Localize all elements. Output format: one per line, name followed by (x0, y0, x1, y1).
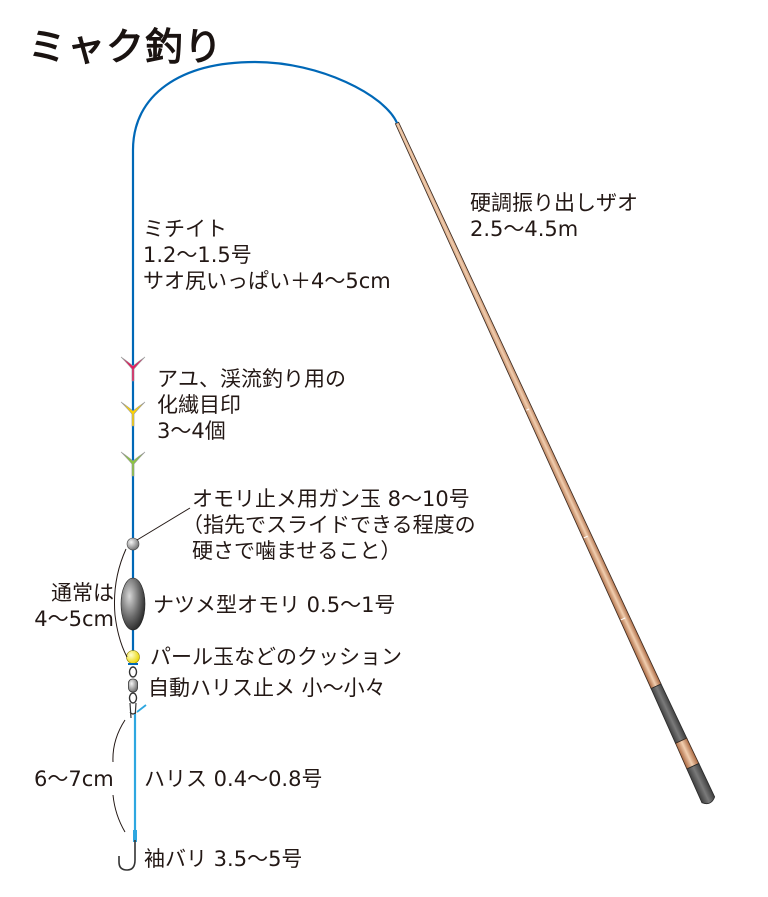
markers-label-line2: 化繊目印 (157, 393, 241, 417)
leader-knot (133, 830, 137, 842)
mainline-label-length: サオ尻いっぱい＋4〜5cm (143, 269, 391, 293)
main-line (131, 60, 399, 652)
markers-label-line3: 3〜4個 (157, 419, 226, 443)
marker-yellow-icon (120, 401, 146, 427)
leader-label: ハリス 0.4〜0.8号 (144, 767, 323, 791)
swivel-icon (128, 663, 147, 719)
mainline-label: ミチイト 1.2〜1.5号 サオ尻いっぱい＋4〜5cm (143, 216, 391, 294)
bracket-sinker-spacing (114, 548, 128, 658)
leader-length-label: 6〜7cm (34, 767, 114, 791)
bracket-leader-length (112, 719, 126, 833)
hook-label: 袖バリ 3.5〜5号 (144, 847, 303, 871)
markers-label-line1: アユ、渓流釣り用の (157, 367, 346, 391)
sinker-label: ナツメ型オモリ 0.5〜1号 (153, 593, 396, 617)
mainline-label-size: 1.2〜1.5号 (143, 243, 252, 267)
split-shot-icon (126, 537, 140, 551)
cushion-label: パール玉などのクッション (150, 645, 402, 669)
rod-label-length: 2.5〜4.5m (470, 217, 579, 241)
rod-label: 硬調振り出しザオ 2.5〜4.5m (470, 190, 638, 242)
rod-grip (650, 683, 716, 805)
stopper-label-line2: （指先でスライドできる程度の (182, 513, 476, 537)
sinker-icon (120, 577, 146, 631)
marker-red-icon (120, 356, 146, 382)
diagram-title: ミャク釣り (28, 25, 224, 69)
markers-label: アユ、渓流釣り用の 化繊目印 3〜4個 (157, 366, 346, 444)
rod-label-name: 硬調振り出しザオ (470, 191, 638, 215)
spacing-label: 通常は 4〜5cm (8, 580, 114, 632)
spacing-label-line1: 通常は (51, 581, 114, 605)
hook-icon (118, 840, 136, 871)
stopper-label: オモリ止メ用ガン玉 8〜10号 （指先でスライドできる程度の 硬さで噛ませること… (182, 486, 476, 564)
spacing-label-line2: 4〜5cm (34, 607, 114, 631)
mainline-label-name: ミチイト (143, 217, 227, 241)
pearl-bead-icon (126, 650, 140, 664)
rod (394, 121, 716, 805)
swivel-label: 自動ハリス止メ 小〜小々 (148, 676, 386, 700)
stopper-label-line3: 硬さで噛ませること） (192, 539, 402, 563)
marker-green-icon (120, 451, 146, 477)
stopper-label-line1: オモリ止メ用ガン玉 8〜10号 (192, 487, 470, 511)
stopper-leader-line (136, 507, 191, 541)
